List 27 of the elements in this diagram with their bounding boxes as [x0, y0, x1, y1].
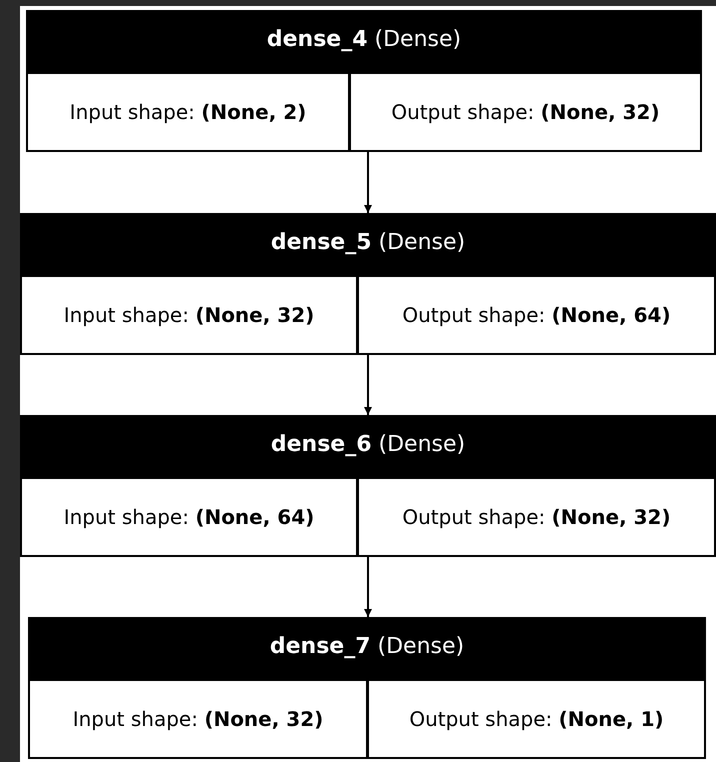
shape-text: Input shape: (None, 2)	[70, 99, 306, 126]
shape-cell	[22, 277, 356, 353]
arrow	[364, 355, 372, 415]
shape-cell	[359, 479, 714, 555]
layer-title: dense_6 (Dense)	[270, 431, 466, 459]
layer-box	[26, 10, 702, 152]
shape-text: Output shape: (None, 32)	[391, 99, 660, 126]
shape-text: Output shape: (None, 1)	[409, 706, 664, 733]
shape-text: Input shape: (None, 64)	[64, 504, 314, 531]
layer-title: dense_7 (Dense)	[268, 633, 466, 661]
shape-text: Output shape: (None, 64)	[402, 302, 671, 329]
shape-text: Output shape: (None, 32)	[402, 504, 671, 531]
arrow	[364, 152, 372, 213]
layer-box	[20, 415, 716, 557]
shape-cell	[369, 681, 704, 757]
arrow	[364, 557, 372, 617]
layer-title: dense_5 (Dense)	[270, 229, 466, 257]
shape-text: Input shape: (None, 32)	[64, 302, 314, 329]
shape-cell	[30, 681, 366, 757]
shape-cell	[351, 74, 700, 150]
layer-box	[28, 617, 706, 759]
shape-text: Input shape: (None, 32)	[72, 706, 324, 733]
shape-cell	[28, 74, 348, 150]
shape-cell	[359, 277, 714, 353]
layer-box	[20, 213, 716, 355]
layer-title: dense_4 (Dense)	[266, 26, 462, 54]
shape-cell	[22, 479, 356, 555]
